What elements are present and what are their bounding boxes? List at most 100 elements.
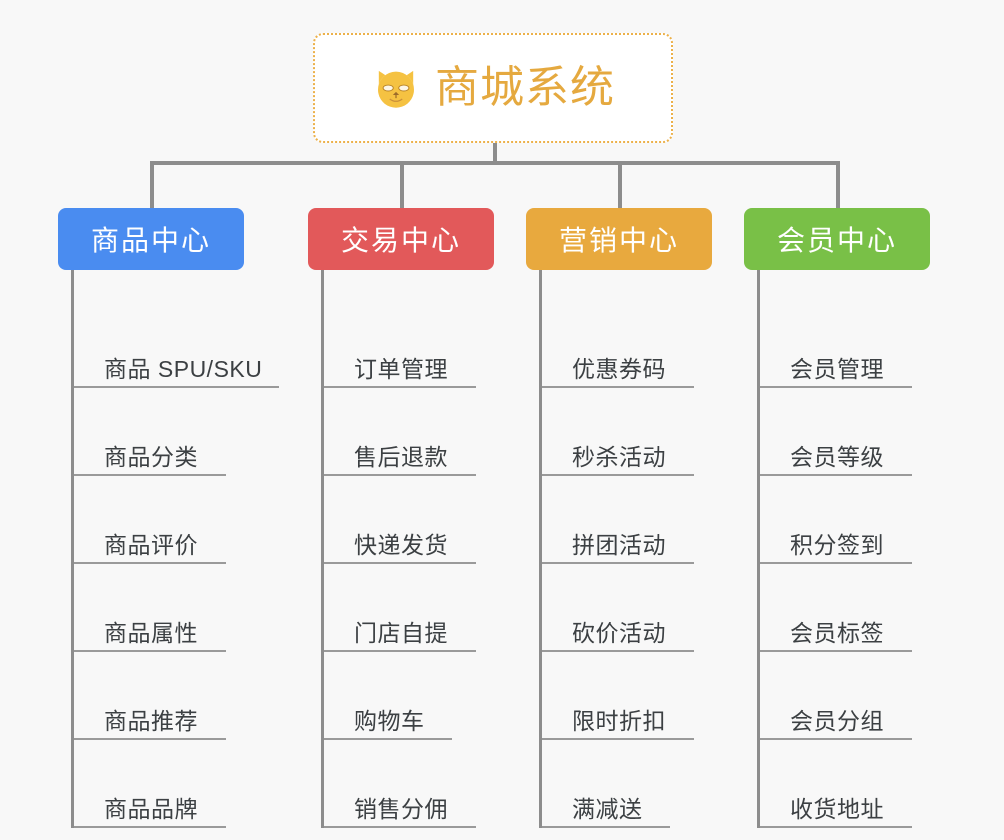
list-item[interactable]: 会员等级 — [760, 388, 974, 476]
list-item-rule — [324, 826, 476, 828]
list-item-label: 收货地址 — [790, 796, 884, 822]
list-item-label: 商品分类 — [104, 444, 198, 470]
list-item[interactable]: 砍价活动 — [542, 564, 756, 652]
list-item[interactable]: 收货地址 — [760, 740, 974, 828]
root-node[interactable]: 商城系统 — [313, 33, 673, 143]
list-item-rule — [542, 738, 694, 740]
category-header-marketing[interactable]: 营销中心 — [526, 208, 712, 270]
list-item[interactable]: 商品推荐 — [74, 652, 288, 740]
list-item-label: 快递发货 — [354, 532, 448, 558]
list-item-rule — [74, 738, 226, 740]
list-item[interactable]: 购物车 — [324, 652, 538, 740]
list-item-label: 积分签到 — [790, 532, 884, 558]
list-item-label: 商品推荐 — [104, 708, 198, 734]
list-item-label: 会员管理 — [790, 356, 884, 382]
list-item-label: 会员标签 — [790, 620, 884, 646]
list-item-rule — [542, 650, 694, 652]
list-item-label: 销售分佣 — [354, 796, 448, 822]
list-item-rule — [74, 826, 226, 828]
list-item-label: 会员分组 — [790, 708, 884, 734]
list-item-rule — [760, 562, 912, 564]
list-item[interactable]: 商品 SPU/SKU — [74, 300, 288, 388]
list-item-rule — [542, 474, 694, 476]
list-item[interactable]: 会员分组 — [760, 652, 974, 740]
list-item[interactable]: 商品属性 — [74, 564, 288, 652]
list-item[interactable]: 会员管理 — [760, 300, 974, 388]
list-item[interactable]: 订单管理 — [324, 300, 538, 388]
list-item-rule — [542, 386, 694, 388]
category-title: 营销中心 — [558, 225, 679, 256]
list-item-rule — [74, 562, 226, 564]
connector-column-stem — [757, 270, 760, 300]
list-item-label: 门店自提 — [354, 620, 448, 646]
connector-drop-3 — [618, 161, 622, 208]
list-item-label: 购物车 — [354, 708, 425, 734]
list-item-rule — [542, 826, 670, 828]
list-item[interactable]: 售后退款 — [324, 388, 538, 476]
list-item-rule — [760, 474, 912, 476]
category-column-member: 会员中心 会员管理 会员等级 积分签到 会员标签 会员分组 — [744, 208, 974, 828]
list-item-rule — [760, 650, 912, 652]
list-item-label: 商品品牌 — [104, 796, 198, 822]
list-item-label: 限时折扣 — [572, 708, 666, 734]
connector-drop-4 — [836, 161, 840, 208]
list-item[interactable]: 商品分类 — [74, 388, 288, 476]
category-title: 交易中心 — [340, 225, 461, 256]
list-item[interactable]: 优惠券码 — [542, 300, 756, 388]
list-item-label: 优惠券码 — [572, 356, 666, 382]
list-item-label: 拼团活动 — [572, 532, 666, 558]
list-item[interactable]: 满减送 — [542, 740, 756, 828]
list-item[interactable]: 积分签到 — [760, 476, 974, 564]
list-item-label: 售后退款 — [354, 444, 448, 470]
category-header-product[interactable]: 商品中心 — [58, 208, 244, 270]
list-item-label: 商品属性 — [104, 620, 198, 646]
connector-column-stem — [71, 270, 74, 300]
list-item-label: 商品 SPU/SKU — [104, 356, 263, 382]
list-item[interactable]: 门店自提 — [324, 564, 538, 652]
list-item[interactable]: 商品品牌 — [74, 740, 288, 828]
list-item-label: 商品评价 — [104, 532, 198, 558]
category-column-product: 商品中心 商品 SPU/SKU 商品分类 商品评价 商品属性 商品推荐 — [58, 208, 288, 828]
item-list: 优惠券码 秒杀活动 拼团活动 砍价活动 限时折扣 满减送 — [539, 300, 756, 828]
category-column-trade: 交易中心 订单管理 售后退款 快递发货 门店自提 购物车 — [308, 208, 538, 828]
list-item-rule — [324, 738, 452, 740]
list-item[interactable]: 商品评价 — [74, 476, 288, 564]
list-item-rule — [542, 562, 694, 564]
category-column-marketing: 营销中心 优惠券码 秒杀活动 拼团活动 砍价活动 限时折扣 — [526, 208, 756, 828]
list-item-rule — [760, 738, 912, 740]
list-item-label: 砍价活动 — [572, 620, 666, 646]
list-item-rule — [324, 562, 476, 564]
list-item-label: 满减送 — [572, 796, 643, 822]
item-list: 会员管理 会员等级 积分签到 会员标签 会员分组 收货地址 — [757, 300, 974, 828]
connector-drop-1 — [150, 161, 154, 208]
list-item[interactable]: 限时折扣 — [542, 652, 756, 740]
list-item[interactable]: 拼团活动 — [542, 476, 756, 564]
list-item-label: 秒杀活动 — [572, 444, 666, 470]
list-item-label: 会员等级 — [790, 444, 884, 470]
list-item[interactable]: 销售分佣 — [324, 740, 538, 828]
list-item-rule — [74, 650, 226, 652]
connector-column-stem — [539, 270, 542, 300]
list-item-rule — [760, 386, 912, 388]
list-item[interactable]: 会员标签 — [760, 564, 974, 652]
list-item-rule — [760, 826, 912, 828]
list-item-rule — [324, 386, 476, 388]
dog-face-icon — [378, 70, 414, 108]
list-item-rule — [324, 650, 476, 652]
list-item-rule — [74, 474, 226, 476]
connector-column-stem — [321, 270, 324, 300]
category-header-member[interactable]: 会员中心 — [744, 208, 930, 270]
list-item[interactable]: 秒杀活动 — [542, 388, 756, 476]
connector-horizontal-bar — [150, 161, 840, 165]
item-list: 商品 SPU/SKU 商品分类 商品评价 商品属性 商品推荐 商品品牌 — [71, 300, 288, 828]
list-item-rule — [74, 386, 279, 388]
category-title: 会员中心 — [776, 225, 897, 256]
root-title: 商城系统 — [435, 63, 615, 112]
list-item[interactable]: 快递发货 — [324, 476, 538, 564]
list-item-label: 订单管理 — [354, 356, 448, 382]
connector-root-stem — [493, 143, 497, 165]
connector-drop-2 — [400, 161, 404, 208]
category-header-trade[interactable]: 交易中心 — [308, 208, 494, 270]
item-list: 订单管理 售后退款 快递发货 门店自提 购物车 销售分佣 — [321, 300, 538, 828]
